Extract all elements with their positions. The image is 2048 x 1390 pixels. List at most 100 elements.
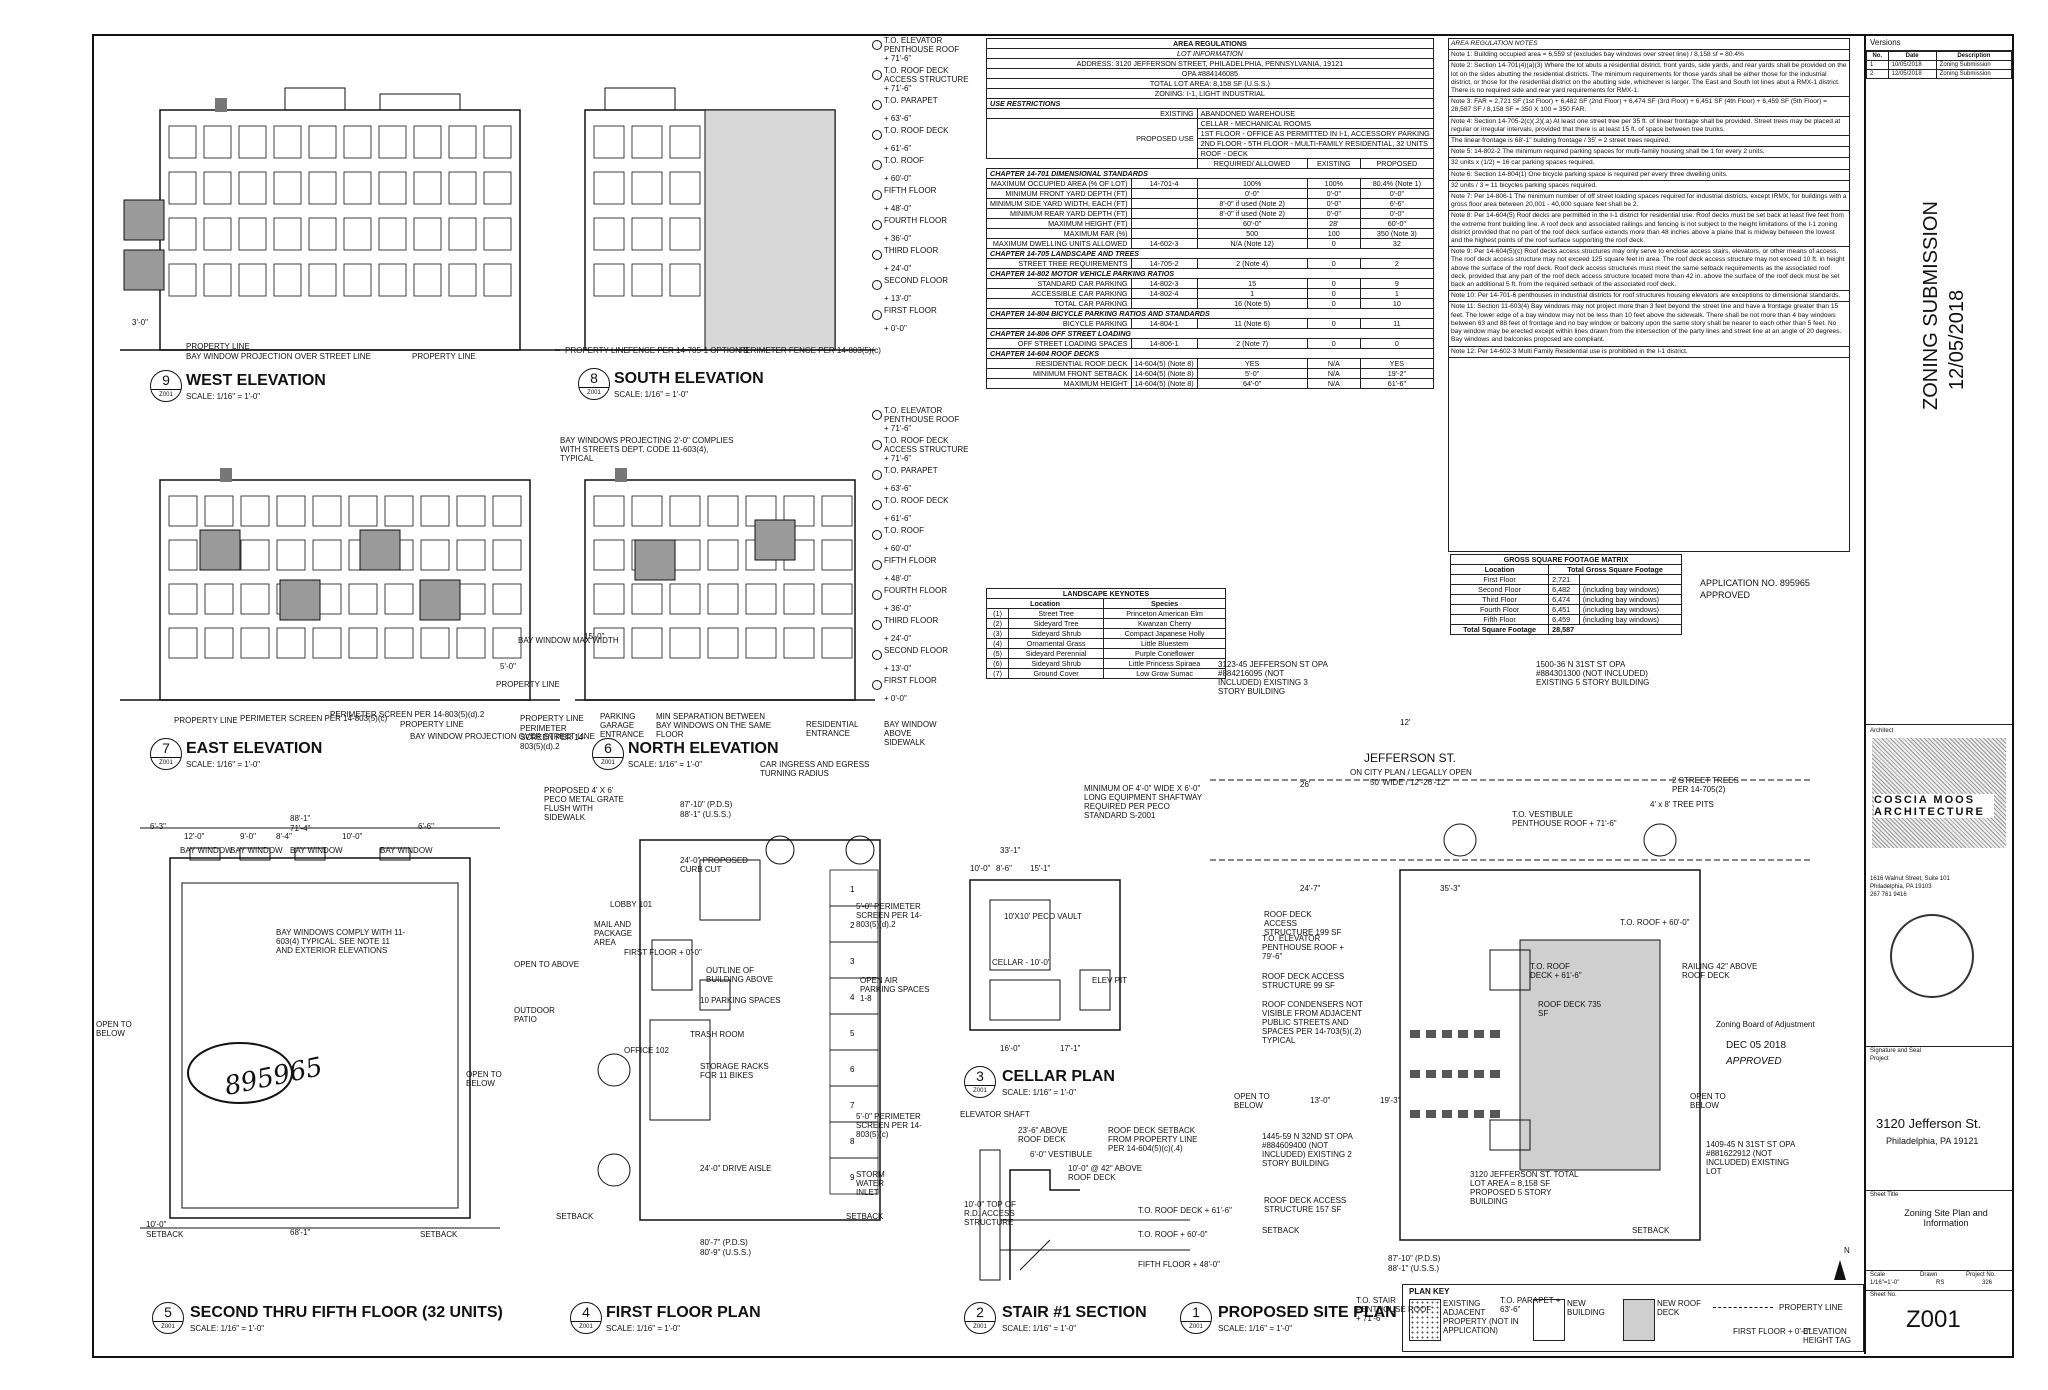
neighbor-parcel: 1409-45 N 31ST ST OPA #881622912 (NOT IN… xyxy=(1706,1140,1795,1176)
bay-window xyxy=(279,579,321,621)
stair-label: ELEVATOR SHAFT xyxy=(960,1110,1030,1119)
site-label: ROOF DECK ACCESS STRUCTURE 157 SF xyxy=(1264,1196,1347,1214)
street-name: JEFFERSON ST. xyxy=(1364,751,1457,765)
table-row: OPA #884146085 xyxy=(986,68,1434,79)
window xyxy=(631,495,663,527)
window xyxy=(821,539,853,571)
level-marker xyxy=(872,620,882,630)
window xyxy=(783,627,815,659)
window xyxy=(168,495,198,527)
east-label: PERIMETER SCREEN PER 14-803(5)(c) xyxy=(240,714,388,723)
dim-label: 8'-4" xyxy=(276,832,292,841)
site-label: 24'-7" xyxy=(1300,884,1321,893)
window xyxy=(492,495,522,527)
level-elevation: + 24'-0" xyxy=(884,634,912,643)
sheet-number: Z001 xyxy=(1906,1306,1961,1333)
dim-label: 6'-6" xyxy=(418,822,434,831)
roof-condenser xyxy=(1490,1110,1500,1118)
window xyxy=(707,539,739,571)
level-marker xyxy=(872,680,882,690)
east-label: BAY WINDOW PROJECTION OVER STREET LINE xyxy=(410,732,595,741)
table-row: TOTAL LOT AREA: 8,158 SF (U.S.S.) xyxy=(986,78,1434,89)
first-floor-label: 24'-0" PROPOSED CURB CUT xyxy=(680,856,748,874)
versions-label: Versions xyxy=(1870,38,1901,47)
note-item: Note 5: 14-802-2 The minimum required pa… xyxy=(1449,147,1849,159)
level-name: T.O. ELEVATOR PENTHOUSE ROOF xyxy=(884,406,960,424)
north-label: 15'-0" xyxy=(584,632,605,641)
bay-window xyxy=(754,519,796,561)
east-elevation-svg xyxy=(120,468,560,701)
window xyxy=(448,125,477,159)
window xyxy=(413,263,442,297)
window xyxy=(593,125,625,159)
south-elevation-drawing xyxy=(555,40,875,370)
window xyxy=(456,495,486,527)
section-header: CHAPTER 14-604 ROOF DECKS xyxy=(986,348,1434,359)
level-elevation: + 71'-6" xyxy=(884,54,912,63)
window xyxy=(492,583,522,615)
area-regulation-notes: AREA REGULATION NOTES Note 1: Building o… xyxy=(1448,38,1850,552)
window xyxy=(593,263,625,297)
site-label: OPEN TO BELOW xyxy=(1690,1092,1726,1110)
view-scale: SCALE: 1/16" = 1'-0" xyxy=(1218,1324,1293,1333)
site-label: 87'-10" (P.D.S) xyxy=(1388,1254,1441,1263)
roof-condenser xyxy=(1474,1110,1484,1118)
key-swatch-roofdeck xyxy=(1623,1299,1655,1341)
notes-title: AREA REGULATION NOTES xyxy=(1449,39,1849,51)
west-elevation-drawing xyxy=(120,40,560,370)
app-no: APPLICATION NO. 895965 xyxy=(1700,578,1810,588)
cellar-label: 33'-1" xyxy=(1000,846,1021,855)
arch-phone: 267 761 9416 xyxy=(1870,892,1907,898)
window xyxy=(168,583,198,615)
window xyxy=(821,495,853,527)
window xyxy=(483,125,512,159)
architect-label: Architect xyxy=(1870,728,1894,734)
typical-floor-plan xyxy=(120,808,520,1238)
bay-window xyxy=(634,539,676,581)
window xyxy=(745,627,777,659)
window xyxy=(168,125,197,159)
level-marker xyxy=(872,130,882,140)
table-header: GROSS SQUARE FOOTAGE MATRIX xyxy=(1450,554,1682,565)
site-label: T.O. PARAPET + 63'-6" xyxy=(1500,1296,1561,1314)
window xyxy=(238,125,267,159)
window xyxy=(593,627,625,659)
window xyxy=(168,217,197,251)
plan-label: BAY WINDOW xyxy=(180,846,233,855)
plan-label: BAY WINDOWS COMPLY WITH 11-603(4) TYPICA… xyxy=(276,928,406,955)
project-city: Philadelphia, PA 19121 xyxy=(1886,1136,1979,1146)
plan-label: SETBACK xyxy=(146,1230,184,1239)
first-floor-label: SETBACK xyxy=(846,1212,884,1221)
level-marker xyxy=(872,590,882,600)
dim-label: 9'-0" xyxy=(240,832,256,841)
level-marker xyxy=(872,500,882,510)
window xyxy=(384,495,414,527)
window xyxy=(312,627,342,659)
level-marker xyxy=(872,160,882,170)
cellar-label: 8'-6" xyxy=(996,864,1012,873)
window xyxy=(378,125,407,159)
window xyxy=(448,217,477,251)
window xyxy=(238,171,267,205)
submission-date: 12/05/2018 xyxy=(1946,289,1968,390)
window xyxy=(631,125,663,159)
dim-label: 10'-0" xyxy=(342,832,363,841)
first-floor-label: 5'-0" PERIMETER SCREEN PER 14-803(5)(c) xyxy=(856,1112,922,1139)
view-title: SOUTH ELEVATION xyxy=(614,370,764,387)
window xyxy=(308,263,337,297)
table-row: ADDRESS: 3120 JEFFERSON STREET, PHILADEL… xyxy=(986,58,1434,69)
site-label: 13'-0" xyxy=(1310,1096,1331,1105)
section-header: CHAPTER 14-701 DIMENSIONAL STANDARDS xyxy=(986,168,1434,179)
section-header: CHAPTER 14-802 MOTOR VEHICLE PARKING RAT… xyxy=(986,268,1434,279)
window xyxy=(483,217,512,251)
window xyxy=(483,263,512,297)
